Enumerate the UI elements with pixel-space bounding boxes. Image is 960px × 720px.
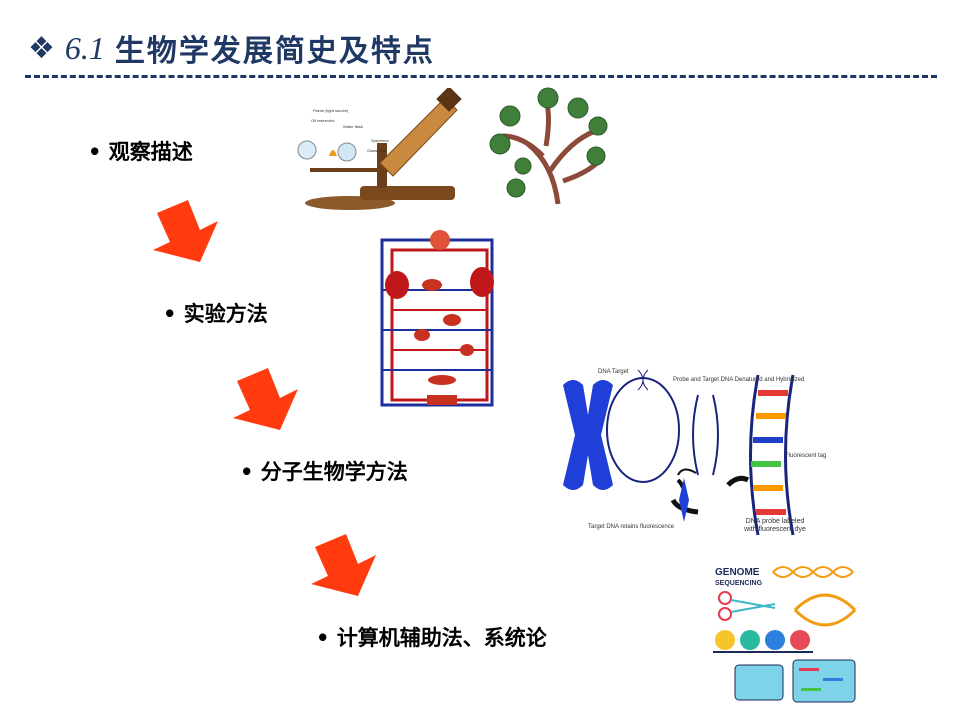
label: Probe and Target DNA Denatured and Hybri… — [673, 377, 804, 383]
slide-title: ❖ 6.1 生物学发展简史及特点 — [28, 26, 435, 70]
title-text: 生物学发展简史及特点 — [114, 34, 435, 69]
label: Glass lens — [367, 148, 386, 153]
title-number: 6.1 — [64, 29, 105, 66]
label: Oil reservoirs — [311, 118, 335, 123]
genome-sequencing-illustration: GENOME SEQUENCING — [713, 566, 857, 703]
microscope-illustration: Oil reservoirs Flame (light source) Wate… — [297, 88, 462, 210]
down-right-arrow-icon — [311, 534, 376, 596]
circulatory-system-illustration — [380, 230, 494, 407]
down-right-arrow-icon — [233, 368, 298, 430]
label: Target DNA retains fluorescence — [588, 524, 675, 530]
label: Specimen — [371, 138, 389, 143]
label: DNA Target — [598, 369, 629, 375]
label: SEQUENCING — [715, 580, 763, 587]
dna-probe-label: DNA probe labeled with fluorescent dye — [744, 518, 806, 533]
label: GENOME — [715, 567, 760, 578]
diamond-cluster-icon: ❖ — [28, 30, 55, 66]
bullet-molecular: • 分子生物学方法 — [240, 459, 408, 484]
label: Flame (light source) — [313, 108, 349, 113]
bullet-experiment: • 实验方法 — [163, 301, 268, 326]
bullet-computer: • 计算机辅助法、系统论 — [316, 625, 547, 650]
down-right-arrow-icon — [153, 200, 218, 262]
dna-fish-illustration: DNA Target Probe and Target DNA Denature… — [563, 365, 831, 536]
dashed-divider — [25, 75, 937, 78]
label: Fluorescent tag — [785, 453, 826, 459]
tree-of-life-illustration — [489, 87, 608, 205]
label: Water flask — [343, 124, 363, 129]
bullet-observation: • 观察描述 — [88, 139, 193, 164]
